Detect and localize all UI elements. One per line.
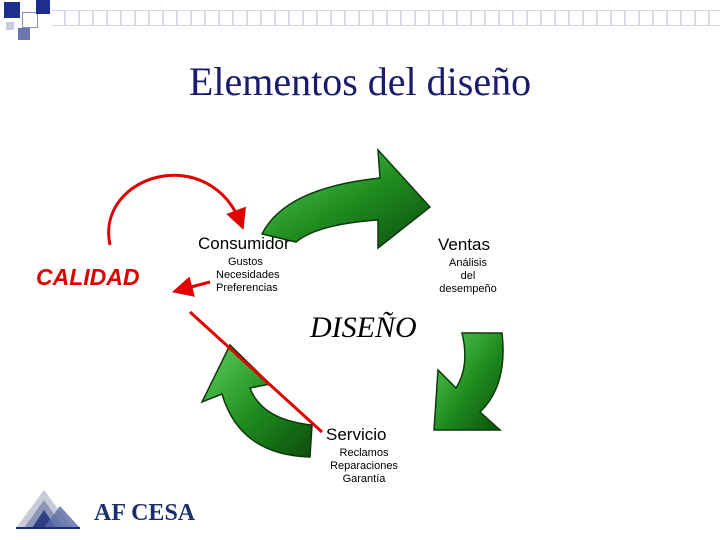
list-item: Reparaciones: [330, 460, 398, 472]
list-item: Gustos: [228, 256, 263, 268]
quality-service-line: [188, 310, 324, 434]
list-item: Preferencias: [216, 282, 278, 294]
afcesa-logo-icon: [16, 490, 80, 529]
center-label: DISEÑO: [310, 311, 417, 344]
quality-feedback-curve: [107, 173, 246, 246]
quality-input-arrow: [171, 276, 211, 297]
cycle-arrow-left: [200, 343, 313, 458]
node-servicio-title: Servicio: [326, 425, 387, 444]
cycle-arrow-right: [433, 332, 504, 431]
node-consumidor-items: Gustos Necesidades Preferencias: [216, 256, 280, 295]
quality-label: CALIDAD: [36, 264, 140, 290]
page-title: Elementos del diseño: [188, 59, 532, 104]
node-servicio-items: Reclamos Reparaciones Garantía: [312, 447, 416, 486]
list-item: del: [460, 270, 476, 282]
node-ventas-items: Análisis del desempeño: [428, 257, 508, 296]
logo-text: AF CESA: [94, 500, 196, 526]
list-item: Garantía: [342, 473, 386, 485]
list-item: Análisis: [449, 257, 487, 269]
list-item: Reclamos: [339, 447, 389, 459]
list-item: desempeño: [439, 283, 497, 295]
list-item: Necesidades: [216, 269, 280, 281]
node-ventas-title: Ventas: [438, 235, 490, 254]
cycle-arrow-top: [260, 147, 432, 250]
node-consumidor-title: Consumidor: [198, 234, 290, 253]
